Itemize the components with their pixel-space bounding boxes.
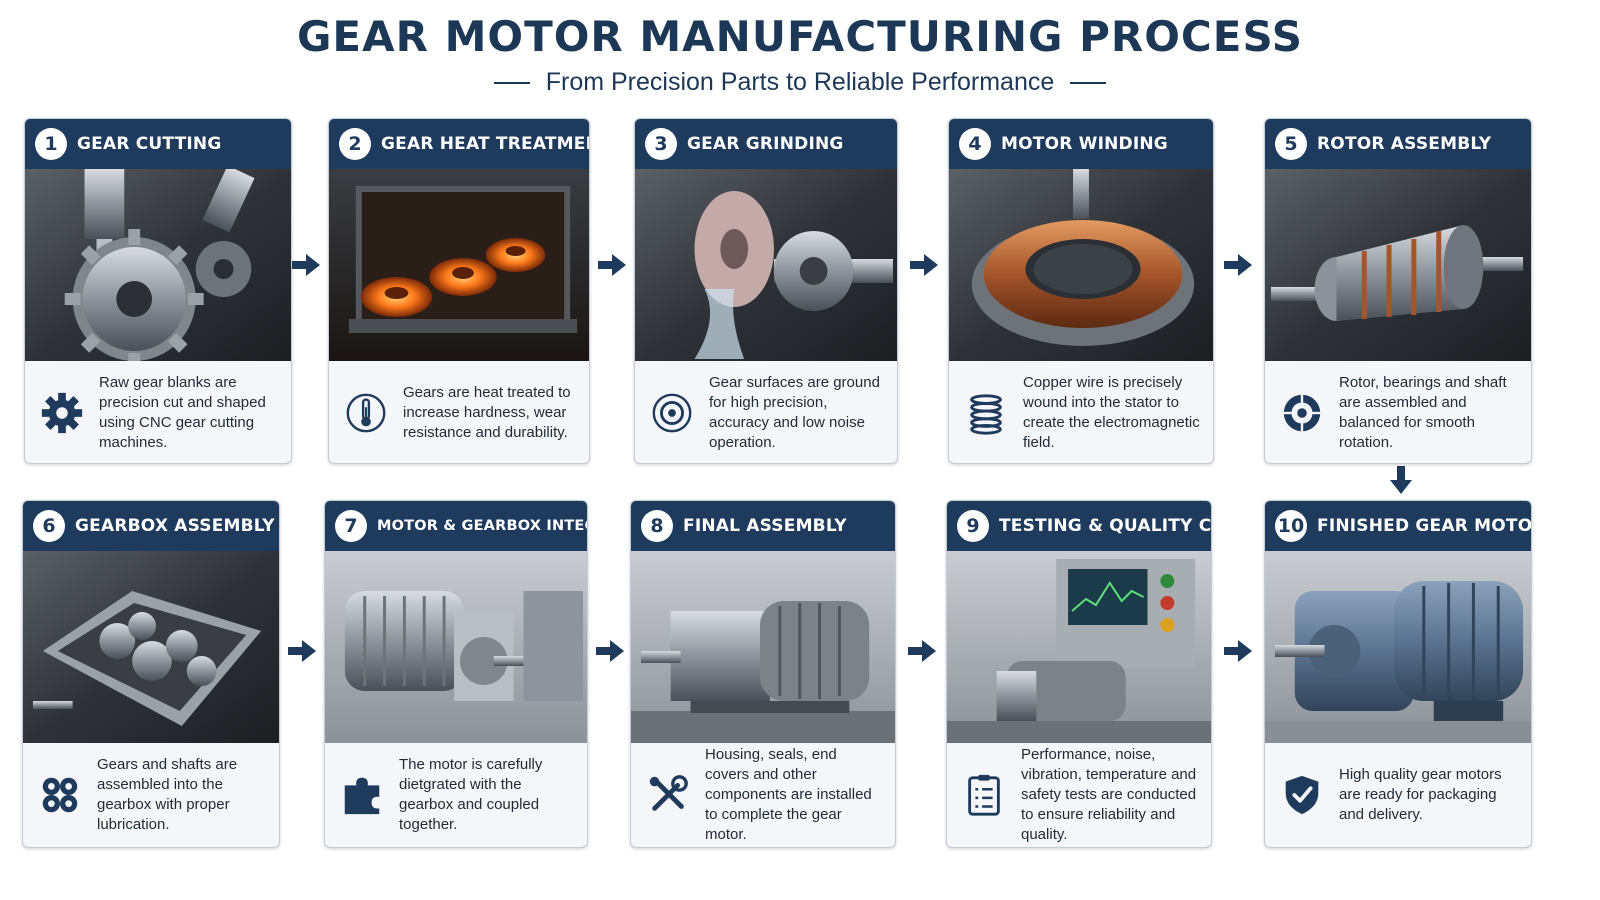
step-header: 1 GEAR CUTTING	[25, 119, 291, 169]
step-title: GEAR CUTTING	[77, 134, 222, 154]
step-image-motor-winding	[949, 169, 1213, 361]
flow-arrow-4-5	[1224, 252, 1252, 278]
step-image-gear-grinding	[635, 169, 897, 361]
step-image-rotor-assembly	[1265, 169, 1531, 361]
gear-icon	[37, 388, 87, 438]
flow-arrow-7-8	[596, 638, 624, 664]
step-title: GEARBOX ASSEMBLY	[75, 516, 275, 536]
step-image-heat-treatment	[329, 169, 589, 361]
flow-arrow-9-10	[1224, 638, 1252, 664]
step-header: 5 ROTOR ASSEMBLY	[1265, 119, 1531, 169]
step-body: Raw gear blanks are precision cut and sh…	[25, 361, 291, 463]
puzzle-icon	[337, 770, 387, 820]
step-description: Gear surfaces are ground for high precis…	[709, 374, 880, 451]
flow-arrow-8-9	[908, 638, 936, 664]
gears-icon	[35, 770, 85, 820]
step-number: 7	[335, 510, 367, 542]
step-number: 5	[1275, 128, 1307, 160]
step-description: The motor is carefully dietgrated with t…	[399, 756, 543, 833]
step-number: 1	[35, 128, 67, 160]
step-body: Copper wire is precisely wound into the …	[949, 361, 1213, 463]
step-card-9: 9 TESTING & QUALITY CHECK Performance, n…	[946, 500, 1212, 848]
step-header: 7 MOTOR & GEARBOX INTEGRATION	[325, 501, 587, 551]
step-card-7: 7 MOTOR & GEARBOX INTEGRATION The motor …	[324, 500, 588, 848]
flow-arrow-1-2	[292, 252, 320, 278]
step-title: MOTOR & GEARBOX INTEGRATION	[377, 518, 587, 534]
step-number: 3	[645, 128, 677, 160]
step-number: 10	[1275, 510, 1307, 542]
step-header: 4 MOTOR WINDING	[949, 119, 1213, 169]
step-image-final-assembly	[631, 551, 895, 743]
step-description: Rotor, bearings and shaft are assembled …	[1339, 374, 1507, 451]
rotor-icon	[1277, 388, 1327, 438]
step-image-gearbox-assembly	[23, 551, 279, 743]
step-title: FINAL ASSEMBLY	[683, 516, 847, 536]
step-description: Gears are heat treated to increase hardn…	[403, 384, 571, 441]
step-number: 6	[33, 510, 65, 542]
step-number: 8	[641, 510, 673, 542]
step-image-testing	[947, 551, 1211, 743]
step-body: The motor is carefully dietgrated with t…	[325, 743, 587, 847]
step-description: Copper wire is precisely wound into the …	[1023, 374, 1200, 451]
step-body: Gears and shafts are assembled into the …	[23, 743, 279, 847]
thermometer-icon	[341, 388, 391, 438]
step-header: 6 GEARBOX ASSEMBLY	[23, 501, 279, 551]
step-body: Gear surfaces are ground for high precis…	[635, 361, 897, 463]
tools-icon	[643, 770, 693, 820]
step-number: 4	[959, 128, 991, 160]
step-header: 8 FINAL ASSEMBLY	[631, 501, 895, 551]
step-card-3: 3 GEAR GRINDING Gear surfaces are ground…	[634, 118, 898, 464]
step-body: Performance, noise, vibration, temperatu…	[947, 743, 1211, 847]
step-description: Gears and shafts are assembled into the …	[97, 756, 238, 833]
step-body: Housing, seals, end covers and other com…	[631, 743, 895, 847]
step-header: 2 GEAR HEAT TREATMENT	[329, 119, 589, 169]
page-title: GEAR MOTOR MANUFACTURING PROCESS	[296, 12, 1304, 61]
step-title: TESTING & QUALITY CHECK	[999, 516, 1212, 536]
step-title: GEAR GRINDING	[687, 134, 844, 154]
step-header: 10 FINISHED GEAR MOTOR	[1265, 501, 1531, 551]
grinding-wheel-icon	[647, 388, 697, 438]
step-image-finished-gear-motor	[1265, 551, 1531, 743]
step-image-gear-cutting	[25, 169, 291, 361]
step-title: MOTOR WINDING	[1001, 134, 1168, 154]
step-body: Rotor, bearings and shaft are assembled …	[1265, 361, 1531, 463]
step-title: ROTOR ASSEMBLY	[1317, 134, 1492, 154]
flow-arrow-3-4	[910, 252, 938, 278]
step-card-8: 8 FINAL ASSEMBLY Housing, seals, end cov…	[630, 500, 896, 848]
coil-icon	[961, 388, 1011, 438]
flow-arrow-6-7	[288, 638, 316, 664]
step-number: 9	[957, 510, 989, 542]
step-card-6: 6 GEARBOX ASSEMBLY Gears and shafts are …	[22, 500, 280, 848]
shield-check-icon	[1277, 770, 1327, 820]
step-description: Performance, noise, vibration, temperatu…	[1021, 746, 1197, 843]
step-card-4: 4 MOTOR WINDING Copper wire is precisely…	[948, 118, 1214, 464]
step-description: Housing, seals, end covers and other com…	[705, 746, 872, 843]
step-header: 3 GEAR GRINDING	[635, 119, 897, 169]
checklist-icon	[959, 770, 1009, 820]
step-header: 9 TESTING & QUALITY CHECK	[947, 501, 1211, 551]
step-description: High quality gear motors are ready for p…	[1339, 766, 1502, 823]
flow-arrow-2-3	[598, 252, 626, 278]
step-body: High quality gear motors are ready for p…	[1265, 743, 1531, 847]
step-image-motor-gearbox-integration	[325, 551, 587, 743]
step-body: Gears are heat treated to increase hardn…	[329, 361, 589, 463]
subtitle-row: From Precision Parts to Reliable Perform…	[0, 68, 1600, 97]
step-title: GEAR HEAT TREATMENT	[381, 134, 590, 154]
step-title: FINISHED GEAR MOTOR	[1317, 516, 1532, 536]
subtitle-line-right	[1070, 81, 1107, 84]
step-card-5: 5 ROTOR ASSEMBLY Rotor, bearings and sha…	[1264, 118, 1532, 464]
step-card-10: 10 FINISHED GEAR MOTOR High quality gear…	[1264, 500, 1532, 848]
step-number: 2	[339, 128, 371, 160]
flow-arrow-5-10	[1388, 466, 1414, 494]
page-subtitle: From Precision Parts to Reliable Perform…	[545, 68, 1055, 96]
step-card-2: 2 GEAR HEAT TREATMENT Gears are heat tre…	[328, 118, 590, 464]
step-card-1: 1 GEAR CUTTING	[24, 118, 292, 464]
subtitle-line-left	[493, 81, 530, 84]
step-description: Raw gear blanks are precision cut and sh…	[99, 374, 266, 451]
